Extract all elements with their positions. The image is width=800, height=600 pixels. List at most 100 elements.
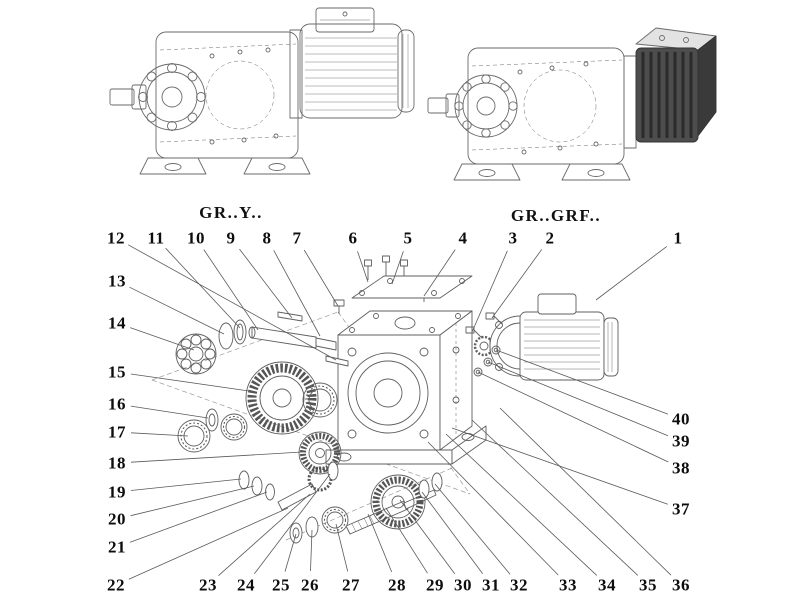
- mid-gear: [298, 431, 342, 475]
- callout-label-5: 5: [403, 228, 413, 248]
- callout-label-1: 1: [673, 228, 683, 248]
- leader-line-9: [239, 248, 293, 319]
- callout-label-18: 18: [108, 453, 126, 473]
- callout-label-25: 25: [272, 575, 290, 595]
- cover-side-face: [697, 35, 717, 137]
- leader-line-17: [130, 432, 189, 437]
- callout-label-16: 16: [108, 394, 126, 414]
- leader-line-34: [445, 433, 598, 576]
- callout-label-2: 2: [545, 228, 555, 248]
- callout-label-40: 40: [672, 409, 690, 429]
- exploded-housing: [325, 255, 487, 465]
- leader-line-1: [595, 246, 668, 301]
- terminal-box: [537, 293, 577, 315]
- leader-line-26: [310, 529, 313, 572]
- leader-line-40: [495, 349, 669, 415]
- housing-side-face: [439, 310, 473, 451]
- leader-line-18: [130, 451, 303, 463]
- callout-label-10: 10: [187, 228, 205, 248]
- callout-label-17: 17: [108, 422, 126, 442]
- collar: [289, 522, 303, 544]
- callout-label-38: 38: [672, 458, 690, 478]
- retaining-ring: [233, 319, 247, 345]
- callout-label-29: 29: [426, 575, 444, 595]
- callout-label-36: 36: [672, 575, 690, 595]
- input-shaft: [251, 326, 317, 349]
- gear-cluster: [177, 361, 342, 511]
- leader-line-8: [273, 250, 321, 337]
- cover-plate: [351, 275, 473, 299]
- callout-label-11: 11: [147, 228, 165, 248]
- callout-label-4: 4: [458, 228, 468, 248]
- retaining-ring: [431, 472, 443, 492]
- retaining-ring: [327, 461, 339, 481]
- output-gear: [370, 474, 426, 530]
- motor-flange: [289, 29, 303, 119]
- leader-line-16: [130, 405, 209, 419]
- callout-label-33: 33: [559, 575, 577, 595]
- callout-label-30: 30: [454, 575, 472, 595]
- leader-line-27: [335, 523, 349, 572]
- leader-line-28: [367, 513, 393, 573]
- flange-fasteners: [465, 312, 503, 377]
- seal-ring: [218, 322, 234, 350]
- output-shaft: [109, 88, 135, 106]
- leader-line-15: [130, 373, 257, 393]
- callout-label-26: 26: [301, 575, 319, 595]
- leader-line-3: [471, 250, 508, 333]
- callout-label-23: 23: [199, 575, 217, 595]
- callout-label-8: 8: [262, 228, 272, 248]
- leader-line-36: [499, 407, 672, 576]
- bearing: [321, 506, 349, 534]
- callout-label-37: 37: [672, 499, 690, 519]
- leader-line-37: [451, 427, 668, 505]
- callout-label-13: 13: [108, 271, 126, 291]
- mounting-foot: [139, 157, 207, 175]
- gearmotor-grf-drawing: [427, 27, 717, 181]
- gear-housing: [155, 31, 299, 159]
- washer: [251, 476, 263, 496]
- callout-label-12: 12: [107, 228, 125, 248]
- retaining-ring: [418, 479, 430, 499]
- leader-line-10: [203, 249, 259, 331]
- leader-line-35: [471, 419, 639, 576]
- leader-line-2: [491, 249, 543, 319]
- motor-fins: [305, 37, 397, 111]
- leader-line-38: [477, 371, 669, 463]
- mounting-foot: [453, 163, 521, 181]
- construction-lines: [151, 311, 471, 541]
- leader-line-12: [128, 244, 337, 361]
- callout-label-6: 6: [348, 228, 358, 248]
- leader-line-24: [254, 473, 331, 575]
- leader-line-5: [391, 251, 404, 285]
- callout-label-19: 19: [108, 482, 126, 502]
- leader-line-33: [427, 441, 559, 576]
- input-shaft-parts: [175, 311, 349, 375]
- leader-line-14: [130, 327, 195, 351]
- leader-line-29: [385, 507, 428, 574]
- callout-label-34: 34: [598, 575, 616, 595]
- terminal-box: [315, 7, 375, 33]
- leader-line-30: [399, 499, 456, 575]
- leader-line-25: [284, 533, 297, 572]
- leader-line-31: [421, 491, 484, 575]
- bearing: [220, 413, 248, 441]
- washer: [265, 483, 275, 501]
- leader-line-23: [218, 493, 311, 576]
- callout-label-39: 39: [672, 431, 690, 451]
- callout-label-9: 9: [226, 228, 236, 248]
- output-shaft: [345, 500, 409, 535]
- shaft-key: [325, 355, 349, 367]
- leader-line-32: [434, 483, 511, 575]
- fan-cowl: [603, 317, 619, 377]
- leader-line-20: [130, 485, 255, 517]
- leader-line-6: [357, 251, 369, 283]
- callout-label-27: 27: [342, 575, 360, 595]
- leader-line-19: [130, 478, 242, 491]
- motor-body: [299, 23, 403, 119]
- leader-line-22: [128, 507, 289, 580]
- callout-label-28: 28: [388, 575, 406, 595]
